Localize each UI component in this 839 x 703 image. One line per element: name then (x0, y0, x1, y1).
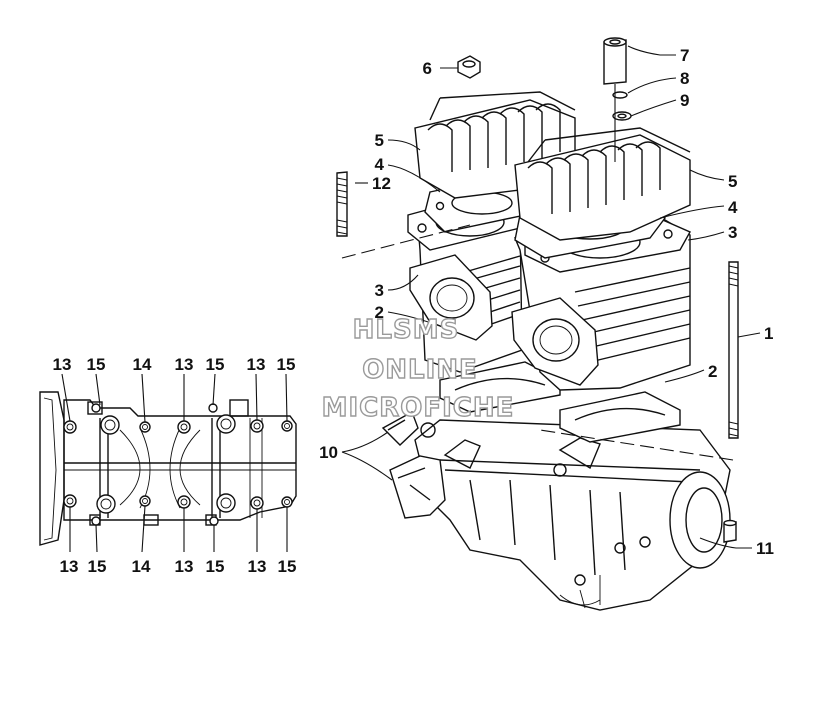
bottom-leaders (69, 505, 288, 553)
watermark: HLSMS ONLINE MICROFICHE (321, 314, 515, 423)
callout-10: 10 (319, 443, 338, 462)
label-bottom-5: 15 (206, 557, 225, 576)
label-top-7: 15 (277, 355, 296, 374)
callout-7: 7 (680, 46, 689, 65)
dowel-11 (723, 519, 737, 543)
nut-part (457, 55, 481, 79)
callout-4-left: 4 (375, 155, 385, 174)
label-bottom-4: 13 (175, 557, 194, 576)
callout-labels: 6 7 8 9 5 4 12 5 4 3 3 2 1 2 10 11 (319, 46, 774, 558)
stud-12 (336, 171, 348, 237)
crankcase (414, 419, 731, 611)
stud-1 (728, 261, 739, 439)
label-top-6: 13 (247, 355, 266, 374)
callout-2-left: 2 (375, 303, 384, 322)
callout-3-left: 3 (375, 281, 384, 300)
callout-leaders (341, 45, 761, 549)
callout-5-right: 5 (728, 172, 737, 191)
watermark-line-1: HLSMS (353, 315, 460, 345)
label-top-3: 14 (133, 355, 152, 374)
spark-plug-parts (603, 37, 632, 162)
label-top-5: 15 (206, 355, 225, 374)
callout-6: 6 (423, 59, 432, 78)
label-bottom-7: 15 (278, 557, 297, 576)
bottom-bolt-holes (63, 493, 293, 526)
callout-2-right: 2 (708, 362, 717, 381)
callout-11: 11 (756, 539, 774, 558)
watermark-line-2: ONLINE (362, 355, 478, 385)
top-leaders (61, 373, 288, 423)
label-top-1: 13 (53, 355, 72, 374)
top-bolt-labels: 13 15 14 13 15 13 15 (53, 355, 296, 374)
callout-8: 8 (680, 69, 689, 88)
top-bolt-holes (63, 403, 293, 435)
watermark-line-3: MICROFICHE (322, 393, 515, 423)
base-gaskets (439, 361, 681, 443)
label-top-2: 15 (87, 355, 106, 374)
bottom-bolt-labels: 13 15 14 13 15 13 15 (60, 557, 297, 576)
label-bottom-2: 15 (88, 557, 107, 576)
callout-4-right: 4 (728, 198, 738, 217)
callout-5-left: 5 (375, 131, 384, 150)
label-bottom-1: 13 (60, 557, 79, 576)
callout-9: 9 (680, 91, 689, 110)
label-top-4: 13 (175, 355, 194, 374)
label-bottom-6: 13 (248, 557, 267, 576)
callout-12: 12 (372, 174, 391, 193)
engine-assembly (336, 37, 739, 611)
callout-3-right: 3 (728, 223, 737, 242)
intake-manifolds (381, 410, 446, 519)
callout-1: 1 (764, 324, 773, 343)
label-bottom-3: 14 (132, 557, 151, 576)
crankcase-bottom-view: 13 15 14 13 15 13 15 13 15 14 13 15 13 1… (39, 355, 297, 576)
